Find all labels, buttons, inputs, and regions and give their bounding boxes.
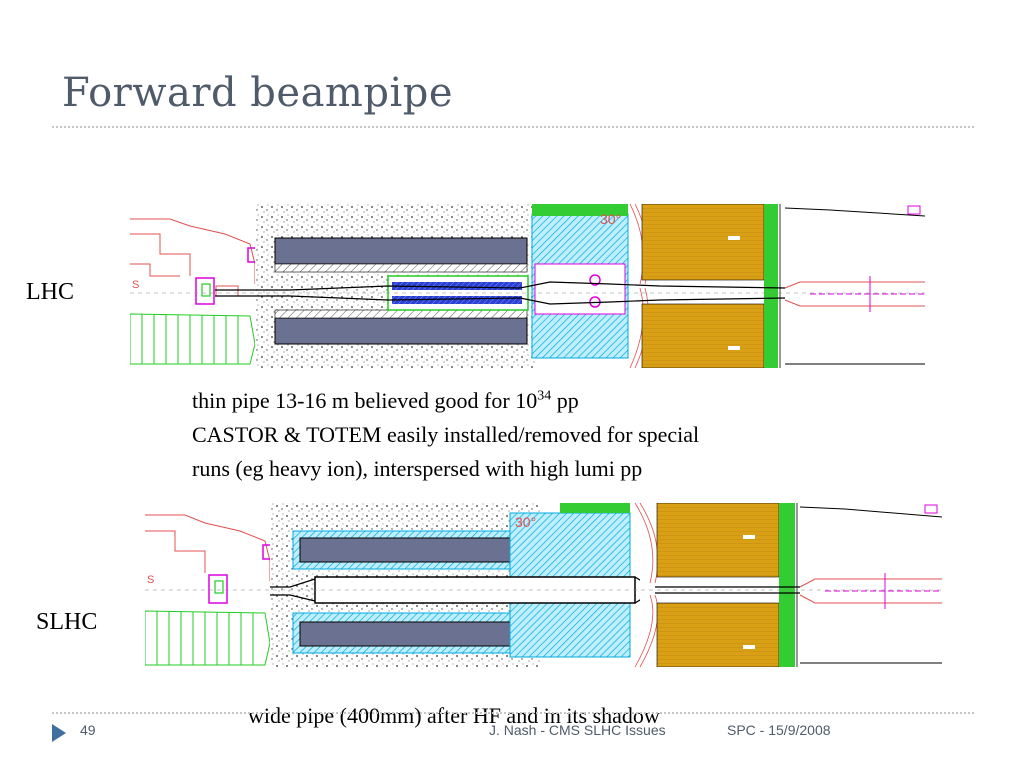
svg-text:S: S xyxy=(147,574,154,586)
lhc-note-line-2: CASTOR & TOTEM easily installed/removed … xyxy=(192,422,700,447)
lhc-note-line-3: runs (eg heavy ion), interspersed with h… xyxy=(192,456,643,481)
slide-title: Forward beampipe xyxy=(62,70,454,116)
lhc-note-line-1: thin pipe 13-16 m believed good for 1034… xyxy=(192,388,579,413)
angle-label-lhc: 30° xyxy=(600,211,621,227)
title-divider xyxy=(52,126,974,128)
footer-author: J. Nash - CMS SLHC Issues xyxy=(489,722,666,738)
slhc-beampipe-drawing: S 30° xyxy=(145,503,942,667)
footer-arrow-icon xyxy=(52,724,66,742)
slhc-note: wide pipe (400mm) after HF and in its sh… xyxy=(248,703,660,728)
angle-label-slhc: 30° xyxy=(515,514,536,530)
svg-text:S: S xyxy=(132,279,139,291)
lhc-notes: thin pipe 13-16 m believed good for 1034… xyxy=(192,384,699,486)
footer-event: SPC - 15/9/2008 xyxy=(727,722,831,738)
lhc-label: LHC xyxy=(26,279,74,305)
footer-divider xyxy=(52,712,974,714)
slhc-label: SLHC xyxy=(36,609,98,635)
lhc-beampipe-drawing: S 30° xyxy=(130,204,925,368)
page-number: 49 xyxy=(80,722,96,738)
